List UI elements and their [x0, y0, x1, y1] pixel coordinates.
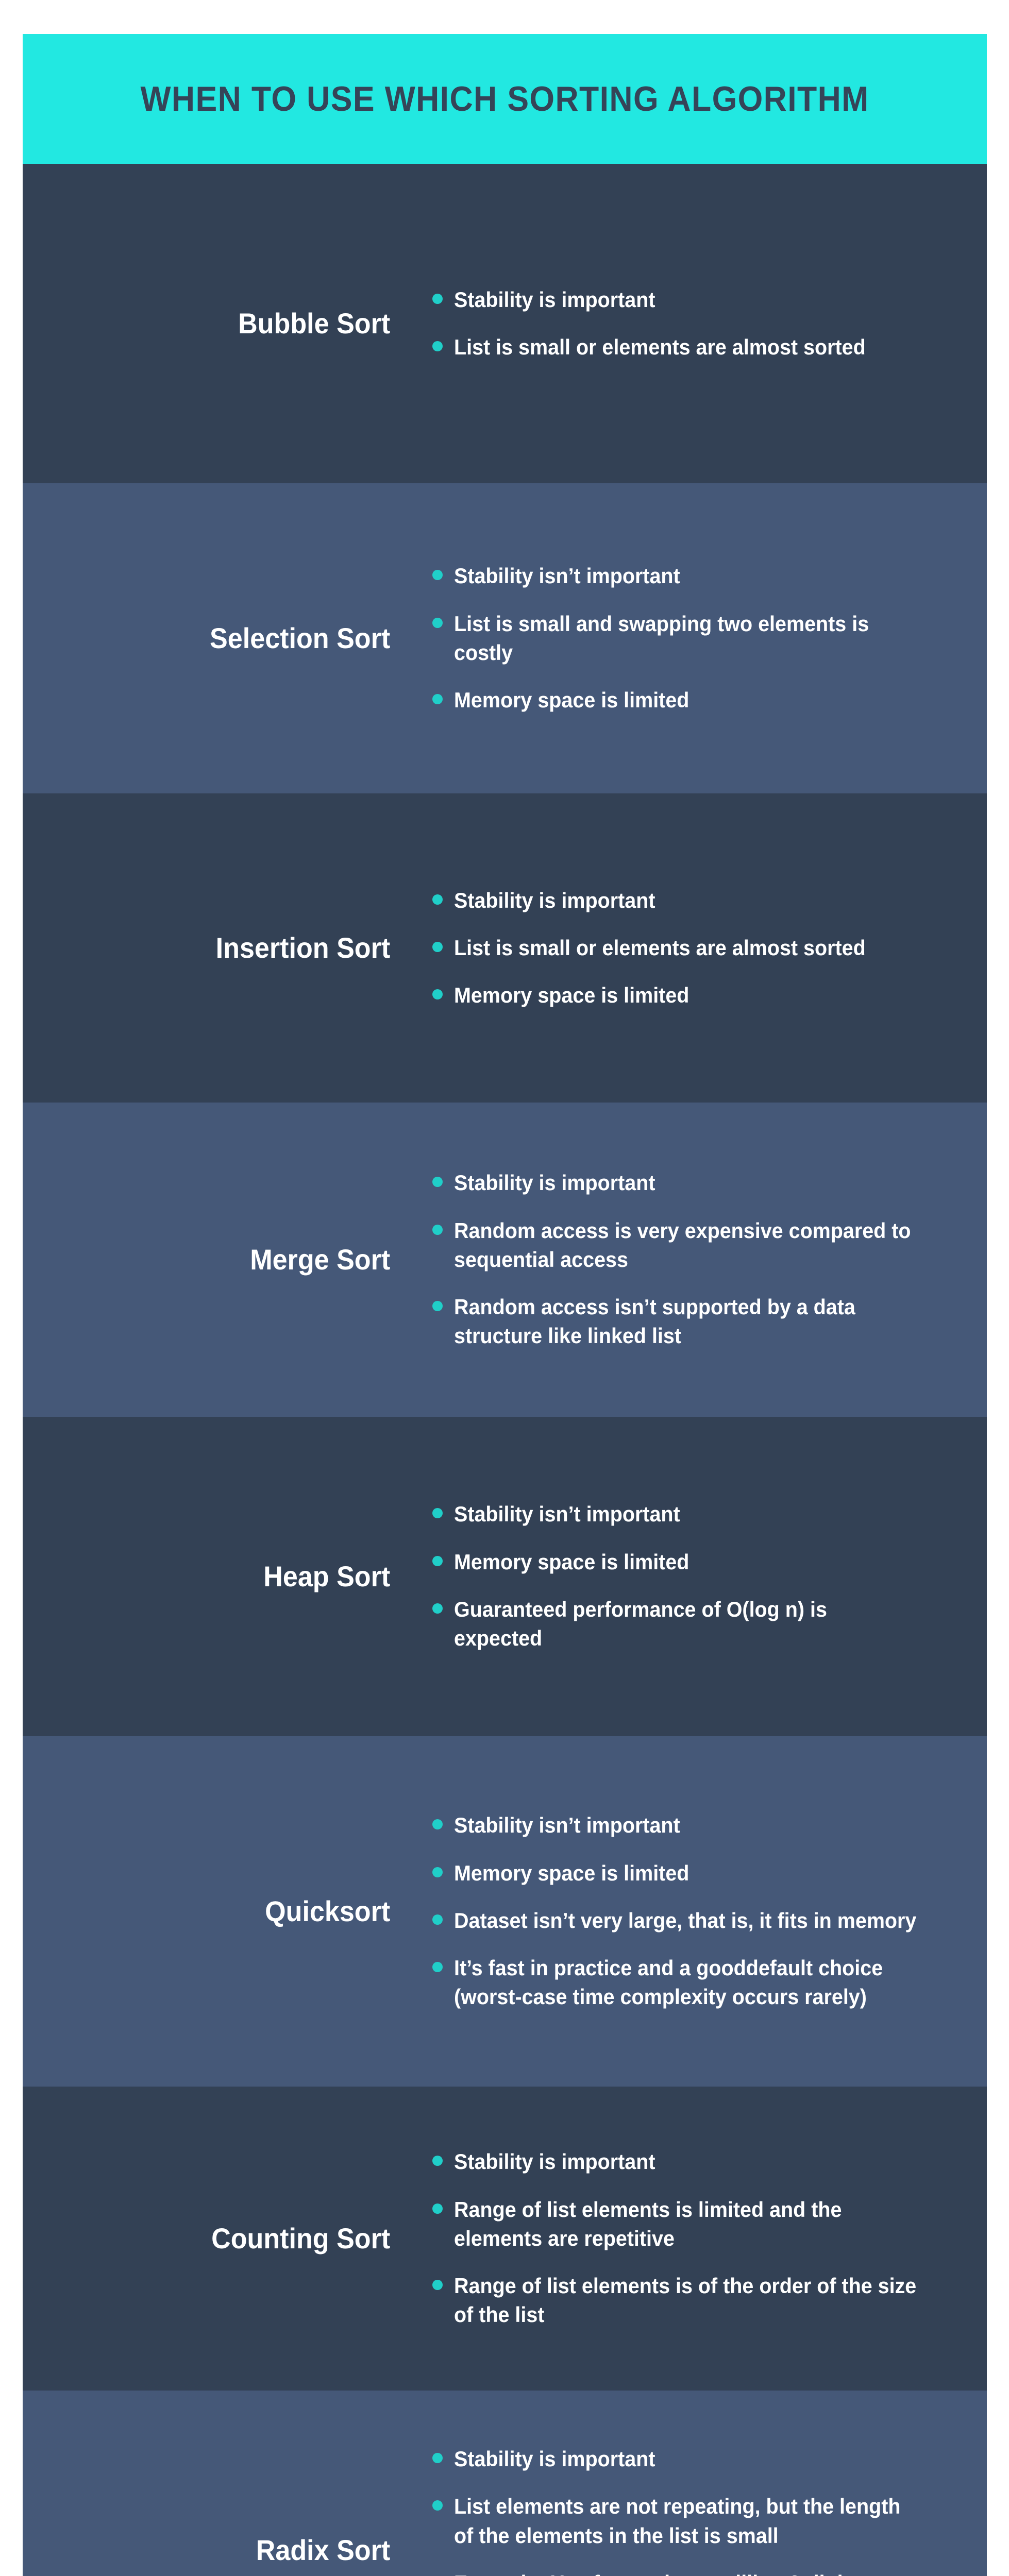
- bullet-dot-icon: [432, 1224, 443, 1235]
- criteria-text: Range of list elements is of the order o…: [454, 2274, 917, 2327]
- bullet-dot-icon: [432, 1177, 443, 1188]
- algorithm-name: Counting Sort: [211, 2222, 391, 2255]
- criteria-item: Stability is important: [432, 1168, 966, 1197]
- criteria-item: Memory space is limited: [432, 686, 966, 715]
- criteria-text: Example: Use for sorting a million 6-dig…: [454, 2569, 919, 2576]
- algorithm-name: Radix Sort: [256, 2533, 391, 2566]
- bullet-dot-icon: [432, 2203, 443, 2214]
- bullet-dot-icon: [432, 1867, 443, 1877]
- criteria-text: Stability is important: [454, 2149, 655, 2174]
- criteria-text: Stability is important: [454, 888, 655, 912]
- bullet-dot-icon: [432, 570, 443, 581]
- criteria-item: List is small or elements are almost sor…: [432, 333, 966, 362]
- bullet-dot-icon: [432, 2453, 443, 2464]
- bullet-dot-icon: [432, 1555, 443, 1566]
- criteria-text: It’s fast in practice and a gooddefault …: [454, 1956, 883, 2009]
- bullet-dot-icon: [432, 1962, 443, 1973]
- bullet-dot-icon: [432, 2280, 443, 2291]
- criteria-item: List is small and swapping two elements …: [432, 609, 966, 668]
- criteria-text: Memory space is limited: [454, 1549, 690, 1574]
- criteria-text: List is small or elements are almost sor…: [454, 335, 866, 359]
- criteria-item: Stability is important: [432, 2147, 966, 2176]
- criteria-text: List is small and swapping two elements …: [454, 611, 869, 665]
- infographic-header: WHEN TO USE WHICH SORTING ALGORITHM: [23, 34, 987, 164]
- criteria-item: List is small or elements are almost sor…: [432, 934, 966, 962]
- criteria-item: Example: Use for sorting a million 6-dig…: [432, 2569, 966, 2576]
- criteria-item: Guaranteed performance of O(log n) is ex…: [432, 1595, 966, 1653]
- page-title: WHEN TO USE WHICH SORTING ALGORITHM: [140, 79, 869, 118]
- criteria-item: Dataset isn’t very large, that is, it fi…: [432, 1906, 966, 1935]
- algorithm-name: Selection Sort: [210, 621, 391, 654]
- algorithm-name: Bubble Sort: [238, 307, 391, 340]
- bullet-dot-icon: [432, 1819, 443, 1830]
- criteria-item: It’s fast in practice and a gooddefault …: [432, 1954, 966, 2012]
- bullet-dot-icon: [432, 694, 443, 705]
- criteria-item: Memory space is limited: [432, 981, 966, 1010]
- criteria-text: Random access isn’t supported by a data …: [454, 1295, 855, 1348]
- criteria-item: Random access isn’t supported by a data …: [432, 1293, 966, 1351]
- bullet-dot-icon: [432, 1603, 443, 1614]
- criteria-text: Stability isn’t important: [454, 564, 680, 588]
- criteria-item: Range of list elements is of the order o…: [432, 2272, 966, 2330]
- criteria-item: Stability is important: [432, 886, 966, 915]
- bullet-dot-icon: [432, 1914, 443, 1925]
- bullet-dot-icon: [432, 1508, 443, 1519]
- criteria-item: Memory space is limited: [432, 1859, 966, 1888]
- criteria-text: Dataset isn’t very large, that is, it fi…: [454, 1908, 917, 1933]
- algorithm-name: Insertion Sort: [215, 931, 391, 964]
- bullet-dot-icon: [432, 1301, 443, 1312]
- criteria-text: List is small or elements are almost sor…: [454, 935, 866, 960]
- criteria-item: Stability is important: [432, 285, 966, 314]
- criteria-text: Stability is important: [454, 2447, 655, 2471]
- sorting-algorithm-infographic: WHEN TO USE WHICH SORTING ALGORITHM Bubb…: [23, 34, 987, 2576]
- criteria-text: Memory space is limited: [454, 1860, 690, 1885]
- criteria-text: Stability isn’t important: [454, 1502, 680, 1527]
- criteria-item: Stability is important: [432, 2445, 966, 2473]
- criteria-text: Guaranteed performance of O(log n) is ex…: [454, 1597, 827, 1651]
- criteria-text: Range of list elements is limited and th…: [454, 2197, 842, 2250]
- criteria-text: Stability isn’t important: [454, 1813, 680, 1838]
- algorithm-name: Quicksort: [265, 1894, 391, 1927]
- bullet-dot-icon: [432, 989, 443, 1000]
- criteria-item: Stability isn’t important: [432, 562, 966, 590]
- bullet-dot-icon: [432, 2500, 443, 2511]
- bullet-dot-icon: [432, 341, 443, 351]
- criteria-text: Random access is very expensive compared…: [454, 1218, 911, 1272]
- criteria-item: Random access is very expensive compared…: [432, 1216, 966, 1275]
- criteria-text: List elements are not repeating, but the…: [454, 2494, 901, 2548]
- bullet-dot-icon: [432, 941, 443, 952]
- algorithm-name: Merge Sort: [250, 1243, 391, 1276]
- criteria-text: Memory space is limited: [454, 688, 690, 713]
- criteria-text: Stability is important: [454, 287, 655, 312]
- criteria-item: Stability isn’t important: [432, 1500, 966, 1529]
- bullet-dot-icon: [432, 293, 443, 304]
- criteria-item: Memory space is limited: [432, 1548, 966, 1577]
- algorithm-name: Heap Sort: [263, 1560, 391, 1592]
- criteria-item: Range of list elements is limited and th…: [432, 2195, 966, 2253]
- criteria-item: List elements are not repeating, but the…: [432, 2492, 966, 2550]
- criteria-text: Stability is important: [454, 1171, 655, 1195]
- bullet-dot-icon: [432, 2156, 443, 2166]
- criteria-item: Stability isn’t important: [432, 1811, 966, 1840]
- bullet-dot-icon: [432, 617, 443, 628]
- bullet-dot-icon: [432, 894, 443, 905]
- criteria-text: Memory space is limited: [454, 983, 690, 1008]
